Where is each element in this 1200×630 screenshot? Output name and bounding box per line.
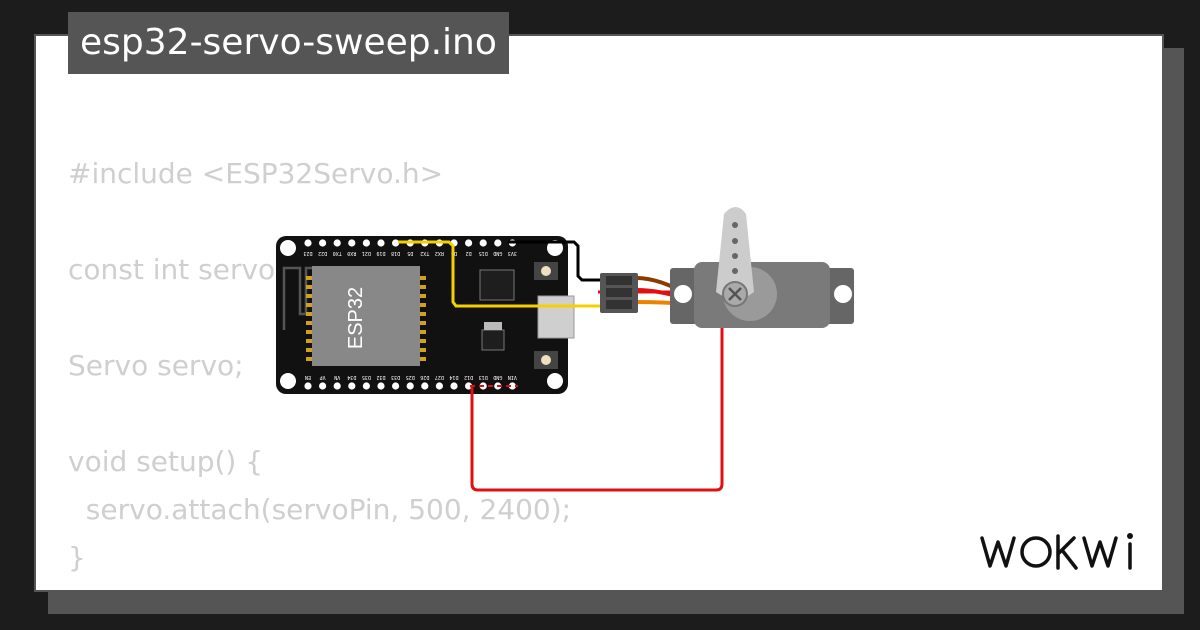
bottom-pin bbox=[362, 382, 370, 390]
preview-card bbox=[34, 34, 1164, 592]
project-title: esp32-servo-sweep.ino bbox=[68, 12, 509, 74]
bottom-pin-label: EN bbox=[305, 374, 311, 380]
bottom-pin-label: VIN bbox=[508, 374, 517, 380]
wokwi-logo bbox=[980, 533, 1133, 570]
bottom-pin-label: D12 bbox=[464, 374, 473, 380]
module-pad bbox=[420, 348, 426, 352]
bottom-pin-label: VP bbox=[320, 374, 326, 380]
bottom-pin-label: D33 bbox=[391, 374, 400, 380]
bottom-pin bbox=[392, 382, 400, 390]
top-pin-label: GND bbox=[493, 250, 502, 256]
top-pin-label: D2 bbox=[466, 250, 472, 256]
module-pad bbox=[420, 294, 426, 298]
top-pin-label: TX0 bbox=[333, 250, 342, 256]
top-pin-label: 3V3 bbox=[508, 250, 517, 256]
boot-button-cap bbox=[541, 266, 551, 276]
module-pad bbox=[306, 303, 312, 307]
top-pin bbox=[319, 239, 327, 247]
module-pad bbox=[420, 276, 426, 280]
bottom-pin bbox=[435, 382, 443, 390]
regulator-chip bbox=[481, 329, 505, 351]
bottom-pin-label: D32 bbox=[376, 374, 385, 380]
top-pin bbox=[304, 239, 312, 247]
bottom-pin bbox=[508, 382, 516, 390]
ground-wire-black bbox=[508, 240, 602, 282]
top-pin-label: TX2 bbox=[420, 250, 429, 256]
module-pad bbox=[420, 330, 426, 334]
module-pads bbox=[306, 276, 426, 361]
code-line: #include <ESP32Servo.h> bbox=[68, 157, 444, 190]
bottom-pin bbox=[421, 382, 429, 390]
bottom-pin bbox=[465, 382, 473, 390]
module-pad bbox=[420, 312, 426, 316]
code-line: void setup() { bbox=[68, 445, 264, 478]
bottom-pin-label: D26 bbox=[420, 374, 429, 380]
bottom-pin bbox=[333, 382, 341, 390]
module-pad bbox=[420, 303, 426, 307]
top-pin-label: D5 bbox=[407, 250, 413, 256]
bottom-pin bbox=[406, 382, 414, 390]
regulator-tab bbox=[484, 322, 502, 330]
board-label: ESP32 bbox=[345, 287, 367, 349]
module-pad bbox=[420, 285, 426, 289]
bottom-pin-label: D13 bbox=[479, 374, 488, 380]
bottom-pin-label: VN bbox=[334, 374, 340, 380]
bottom-pin-label: D35 bbox=[362, 374, 371, 380]
bottom-pin bbox=[450, 382, 458, 390]
top-pin-label: RX2 bbox=[435, 250, 444, 256]
board-pins-bottom bbox=[304, 382, 516, 390]
signal-wire-yellow bbox=[398, 240, 602, 308]
antenna-trace-icon bbox=[282, 266, 322, 330]
module-pad bbox=[306, 312, 312, 316]
bottom-pin bbox=[348, 382, 356, 390]
top-pin bbox=[348, 239, 356, 247]
bottom-pin-label: GND bbox=[493, 374, 502, 380]
module-pad bbox=[306, 276, 312, 280]
module-pad bbox=[306, 339, 312, 343]
module-pad bbox=[306, 321, 312, 325]
code-line: } bbox=[68, 541, 86, 574]
top-pin-label: D23 bbox=[303, 250, 312, 256]
top-pin bbox=[465, 239, 473, 247]
bottom-pin-label: D27 bbox=[435, 374, 444, 380]
top-pin-label: D22 bbox=[318, 250, 327, 256]
bottom-pin-label: D25 bbox=[406, 374, 415, 380]
module-pad bbox=[306, 357, 312, 361]
top-pin-label: RX0 bbox=[347, 250, 356, 256]
code-line: servo.attach(servoPin, 500, 2400); bbox=[68, 493, 572, 526]
top-pin bbox=[494, 239, 502, 247]
board-pin-labels-bottom: EN VP VN D34 D35 D32 D33 D25 D26 D27 D14 D12 D13 GND V… bbox=[305, 374, 517, 380]
module-pad bbox=[420, 357, 426, 361]
module-pad bbox=[306, 348, 312, 352]
module-pad bbox=[306, 294, 312, 298]
bottom-pin bbox=[319, 382, 327, 390]
usb-port bbox=[537, 295, 575, 339]
top-pin-label: D18 bbox=[391, 250, 400, 256]
top-pin-label: D19 bbox=[376, 250, 385, 256]
top-pin bbox=[362, 239, 370, 247]
module-pad bbox=[306, 330, 312, 334]
servo-motor-icon bbox=[600, 207, 854, 328]
bottom-pin-label: D34 bbox=[347, 374, 356, 380]
bottom-pin bbox=[377, 382, 385, 390]
top-pin-label: D21 bbox=[362, 250, 371, 256]
module-pad bbox=[420, 321, 426, 325]
bottom-pin-label: D14 bbox=[449, 374, 458, 380]
code-line: Servo servo; bbox=[68, 349, 244, 382]
top-pin bbox=[333, 239, 341, 247]
wifi-module bbox=[312, 266, 420, 366]
top-pin bbox=[392, 239, 400, 247]
bottom-pin bbox=[304, 382, 312, 390]
top-pin bbox=[479, 239, 487, 247]
reset-button-cap bbox=[541, 355, 551, 365]
module-pad bbox=[420, 339, 426, 343]
usb-chip bbox=[479, 269, 515, 301]
module-pad bbox=[306, 285, 312, 289]
top-pin-label: D15 bbox=[479, 250, 488, 256]
top-pin bbox=[377, 239, 385, 247]
